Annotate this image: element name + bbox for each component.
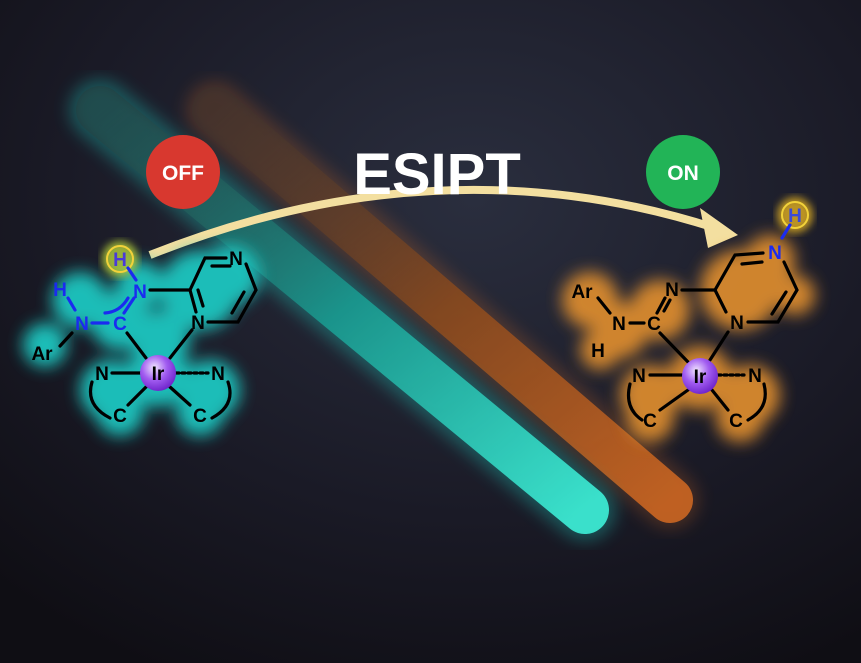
atom-c: C [729, 411, 743, 432]
esipt-arrow [148, 185, 738, 259]
atom-n: N [95, 364, 109, 385]
atom-c: C [193, 406, 207, 427]
atom-ir: Ir [152, 364, 165, 385]
off-badge: OFF [146, 135, 220, 209]
atom-ar: Ar [571, 282, 593, 303]
left-molecule: H N H N C Ar N N N N C C Ir [23, 241, 260, 436]
atom-c: C [643, 411, 657, 432]
atom-n: N [748, 366, 762, 387]
iridium-center [140, 355, 176, 391]
atom-n: N [133, 282, 147, 303]
on-badge: ON [646, 135, 720, 209]
atom-n: N [191, 313, 205, 334]
atom-n: N [768, 243, 782, 264]
atom-h-transfer: H [113, 250, 127, 271]
iridium-center [682, 358, 718, 394]
right-molecule: H N Ar N N H C N N N C C Ir [562, 197, 815, 442]
atom-c: C [113, 314, 127, 335]
atom-n: N [75, 314, 89, 335]
atom-c: C [647, 314, 661, 335]
atom-n: N [730, 313, 744, 334]
atom-c: C [113, 406, 127, 427]
atom-n: N [211, 364, 225, 385]
atom-h-transfer: H [788, 206, 802, 227]
esipt-title: ESIPT [353, 142, 521, 207]
atom-n: N [612, 314, 626, 335]
on-label: ON [667, 162, 699, 185]
orange-emission-tube [186, 81, 699, 529]
off-label: OFF [162, 162, 204, 185]
atom-h: H [591, 341, 605, 362]
atom-n: N [665, 280, 679, 301]
atom-ir: Ir [694, 367, 707, 388]
atom-h: H [53, 280, 67, 301]
atom-ar: Ar [31, 344, 53, 365]
atom-n: N [229, 249, 243, 270]
atom-n: N [632, 366, 646, 387]
